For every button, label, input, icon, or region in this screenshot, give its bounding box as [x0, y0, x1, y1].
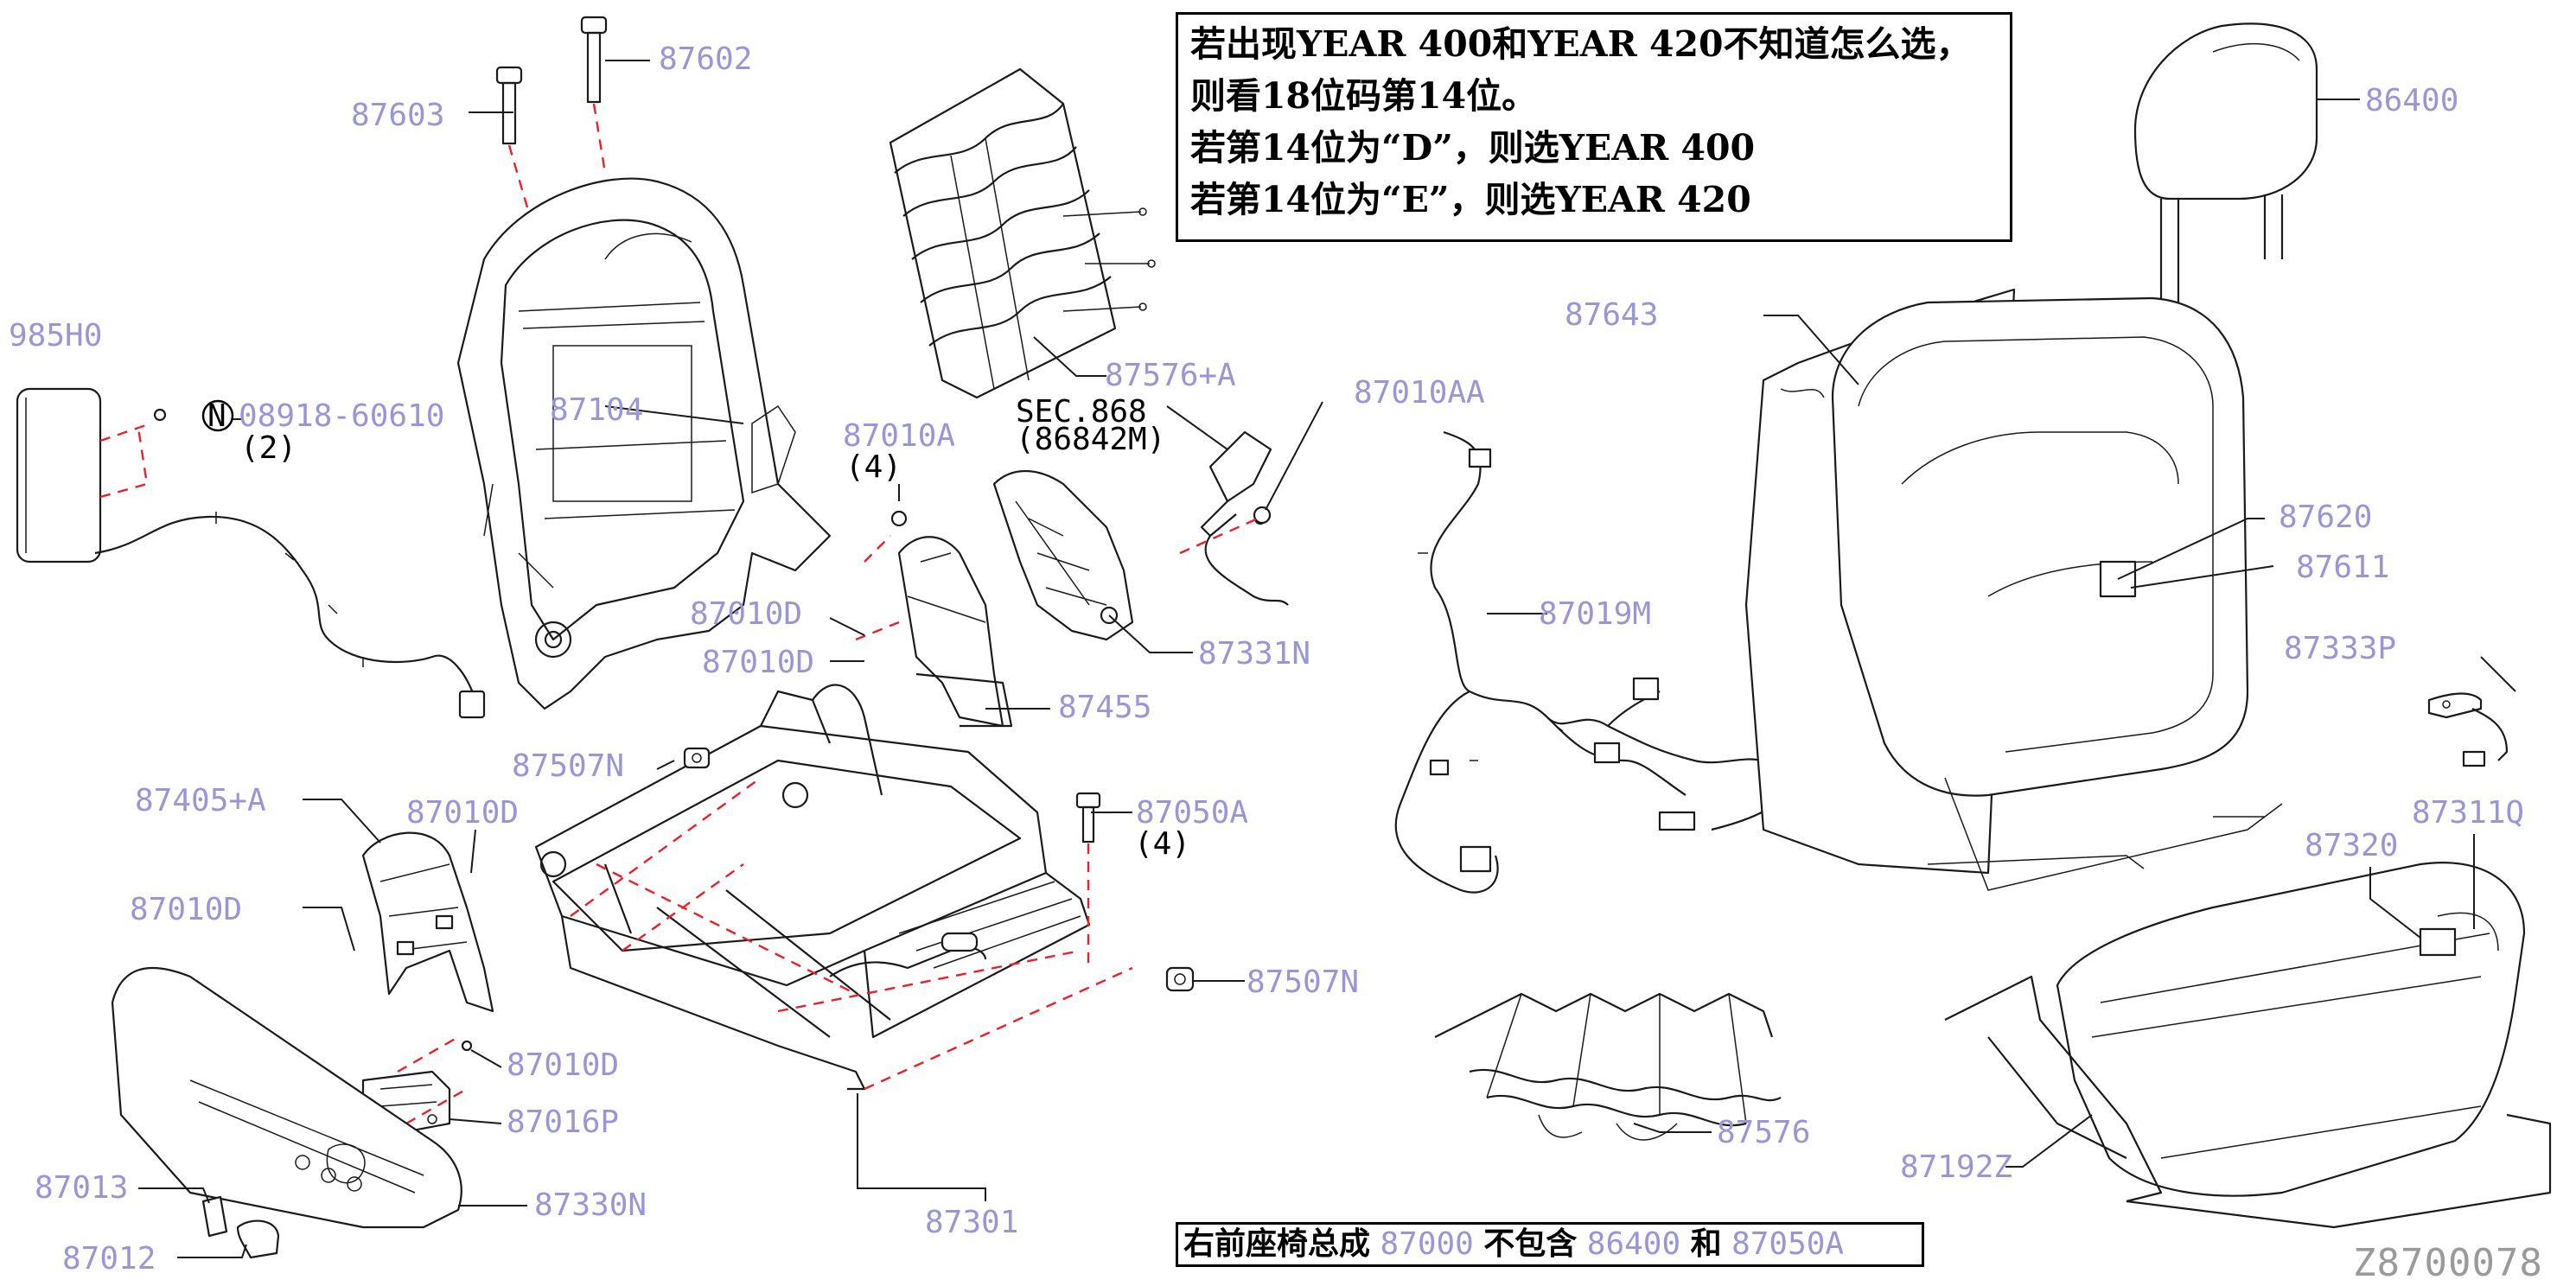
headrest-86400: [2133, 22, 2318, 302]
label-87010A: 87010A: [843, 418, 955, 454]
label-sec868: SEC.868: [1016, 394, 1147, 430]
label-87016P: 87016P: [507, 1105, 619, 1140]
label-87507N-1: 87507N: [512, 748, 624, 784]
label-87405A: 87405+A: [135, 783, 266, 818]
label-87010AA: 87010AA: [1354, 375, 1485, 411]
label-87311Q: 87311Q: [2412, 795, 2524, 831]
label-985H0: 985H0: [9, 318, 102, 353]
label-87320: 87320: [2305, 828, 2398, 863]
label-87010D-5: 87010D: [507, 1047, 619, 1083]
label-87012: 87012: [62, 1241, 156, 1276]
footer-code-1: 87000: [1380, 1226, 1474, 1262]
clip-87507N-lower: [1165, 966, 1195, 992]
label-87576A: 87576+A: [1105, 358, 1236, 393]
label-87620: 87620: [2279, 500, 2372, 535]
seat-cushion-87320: [2056, 862, 2526, 1197]
selection-note-box: 若出现YEAR 400和YEAR 420不知道怎么选， 则看18位码第14位。 …: [1176, 12, 2012, 242]
note-line-3: 若第14位为“D”，则选YEAR 400: [1190, 127, 1756, 169]
pin-87603: [495, 66, 529, 208]
wire-harness-87019M: [1394, 430, 1785, 894]
diagram-id: Z8700078: [2353, 1241, 2543, 1285]
note-line-2: 则看18位码第14位。: [1190, 75, 1538, 117]
label-87019M: 87019M: [1539, 596, 1651, 632]
cushion-trim-87192Z: [1944, 975, 2552, 1229]
part-labels: 87602 87603 985H0 N 08918-60610 (2) 8710…: [9, 41, 2524, 1276]
footer-code-2: 86400: [1586, 1226, 1681, 1262]
note-line-4: 若第14位为“E”，则选YEAR 420: [1190, 179, 1751, 220]
assembly-footer-note: 右前座椅总成 87000 不包含 86400 和 87050A: [1176, 1222, 1924, 1267]
label-87010D-1: 87010D: [690, 596, 802, 632]
pin-87602: [580, 16, 608, 174]
label-87331N: 87331N: [1198, 636, 1310, 672]
label-87192Z: 87192Z: [1900, 1149, 2012, 1185]
label-87576: 87576: [1717, 1115, 1810, 1150]
seat-spring-87576: [1434, 992, 1782, 1141]
label-87330N: 87330N: [534, 1187, 647, 1223]
label-qty-2: (2): [240, 430, 296, 466]
wire-support-87576A: [889, 67, 1156, 399]
footer-text-1: 右前座椅总成: [1183, 1226, 1371, 1262]
label-87455: 87455: [1058, 690, 1151, 725]
knob-87013: [201, 1195, 228, 1238]
seat-cushion-frame-87301: [534, 684, 1133, 1091]
n-mark-icon: [201, 399, 234, 432]
trim-cover-87331N: [992, 469, 1134, 641]
label-87050A: 87050A: [1136, 795, 1248, 831]
label-87507N-2: 87507N: [1247, 964, 1359, 1000]
airbag-module-985H0: [16, 387, 486, 719]
label-qty-4a: (4): [845, 449, 902, 485]
label-87602: 87602: [659, 41, 752, 77]
clip-87507N-upper: [683, 747, 711, 769]
bolt-87050A: [1075, 792, 1101, 968]
side-shield-87330N: [111, 966, 462, 1229]
footer-text-3: 和: [1690, 1226, 1722, 1262]
label-87611: 87611: [2296, 550, 2389, 585]
label-87013: 87013: [35, 1170, 128, 1206]
slide-lever-87405A: [361, 831, 494, 1013]
heater-element-87333P: [2427, 692, 2509, 767]
seatbelt-buckle-86842M: [1179, 430, 1289, 606]
label-87643: 87643: [1565, 297, 1658, 333]
label-87333P: 87333P: [2284, 631, 2396, 666]
knob-87012: [236, 1219, 280, 1259]
bracket-87455: [855, 510, 1013, 728]
label-86400: 86400: [2365, 83, 2458, 118]
label-08918-60610: 08918-60610: [239, 398, 444, 434]
label-86842M: (86842M): [1016, 422, 1165, 457]
label-87010D-4: 87010D: [130, 892, 242, 927]
note-line-1: 若出现YEAR 400和YEAR 420不知道怎么选，: [1190, 23, 1972, 65]
label-qty-4b: (4): [1134, 826, 1190, 862]
seat-back-frame-87104: [456, 177, 832, 710]
label-87010D-3: 87010D: [406, 795, 519, 831]
label-87301: 87301: [925, 1205, 1018, 1240]
seat-back-cover-87620: [1831, 296, 2283, 891]
label-87603: 87603: [351, 98, 444, 133]
n-mark-letter: N: [207, 398, 226, 434]
label-87104: 87104: [550, 392, 643, 428]
footer-text-2: 不包含: [1483, 1226, 1578, 1262]
footer-code-3: 87050A: [1731, 1226, 1845, 1262]
label-87010D-2: 87010D: [702, 645, 814, 680]
